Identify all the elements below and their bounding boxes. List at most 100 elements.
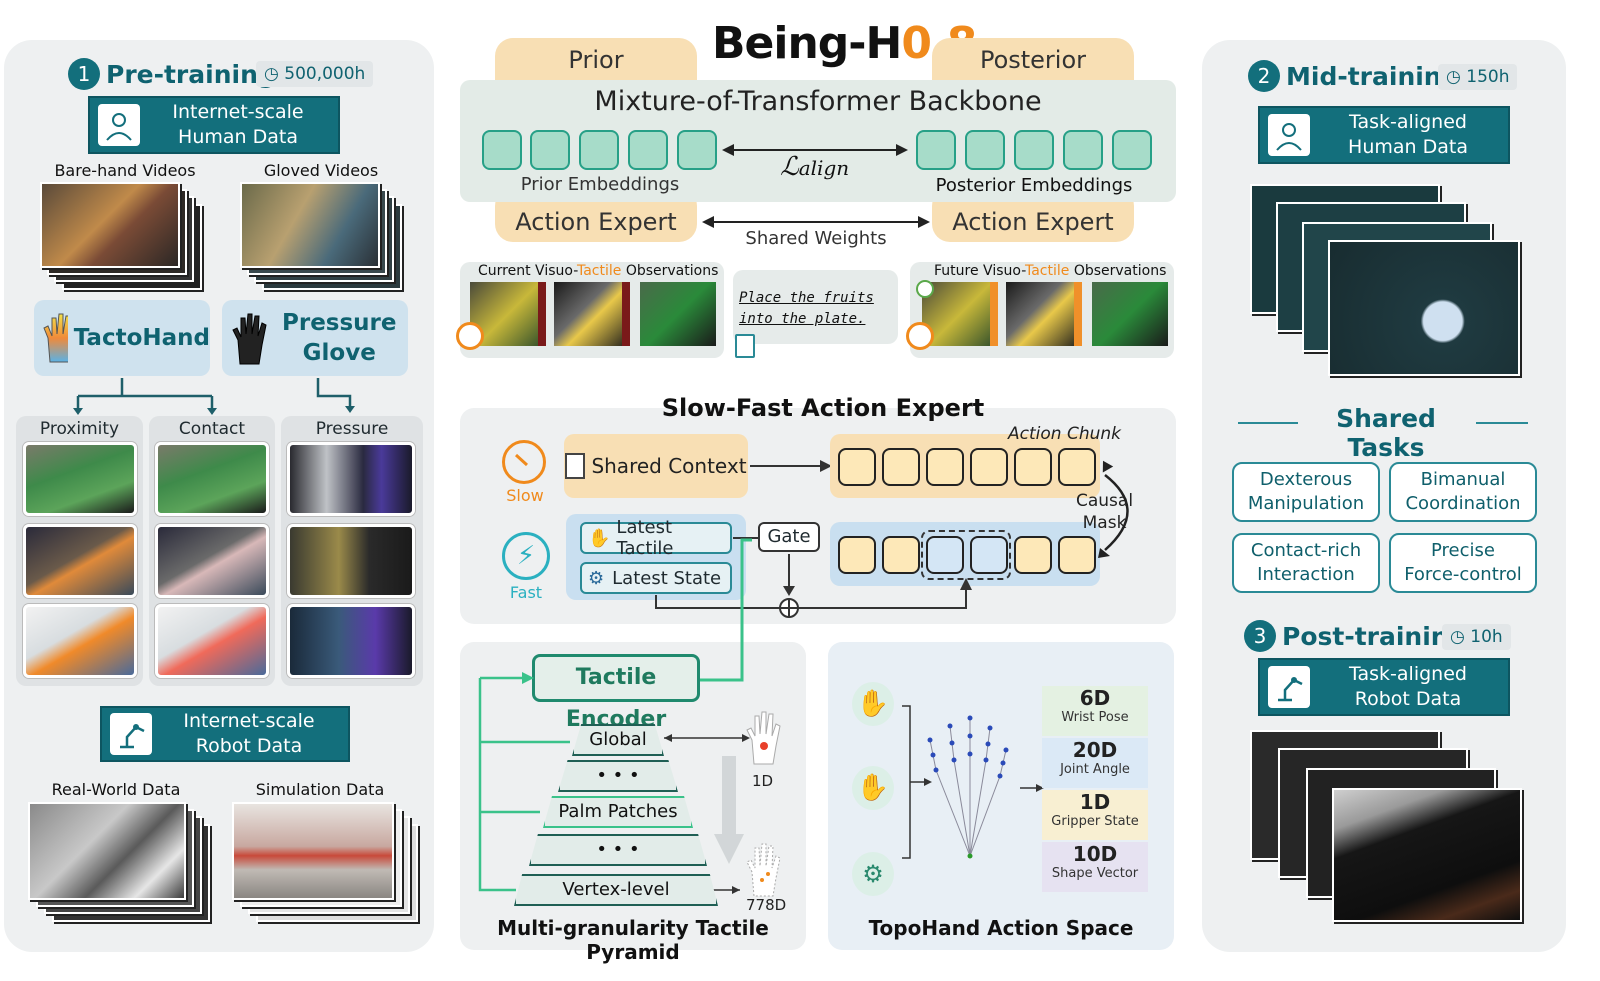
updated-token <box>970 536 1008 574</box>
shared-weights-label: Shared Weights <box>745 228 887 249</box>
dim-wrist-pose: 6D Wrist Pose <box>1042 686 1148 736</box>
obs-visuo-word: Visuo- <box>535 263 577 279</box>
gripper-icon: ⚙ <box>852 852 894 896</box>
simulation-image <box>232 802 394 900</box>
robot-arm-icon <box>1268 666 1310 708</box>
prior-label: Prior <box>568 46 624 74</box>
pressure-title: Pressure <box>315 419 389 439</box>
action-token <box>926 448 964 486</box>
pyramid-connectors <box>478 538 752 894</box>
shared-context-label: Shared Context <box>591 454 747 478</box>
current-observations-title: Current Visuo-Tactile Observations <box>478 263 718 279</box>
action-chunk-label: Action Chunk <box>1008 424 1121 444</box>
global-label: Global <box>589 729 647 750</box>
obs-tactile-word: Tactile <box>1024 263 1070 279</box>
bare-hand-image <box>40 182 180 268</box>
obs-observations-word: Observations <box>621 263 719 279</box>
obs-observations-word: Observations <box>1069 263 1167 279</box>
tactile-bar <box>538 282 546 346</box>
contact-frame-2 <box>155 524 269 598</box>
align-loss: ℒalign <box>780 152 849 182</box>
action-token <box>838 536 876 574</box>
pressure-glove-card: Pressure Glove <box>222 300 408 376</box>
posterior-token <box>1063 130 1103 170</box>
dim-gripper-state: 1D Gripper State <box>1042 790 1148 840</box>
task-bimanual-label: Bimanual Coordination <box>1405 469 1521 514</box>
clock-icon <box>916 280 934 298</box>
task-force-control: Precise Force-control <box>1389 533 1537 593</box>
midtraining-title: 2 Mid-training <box>1248 60 1460 92</box>
pyramid-level-global: Global <box>572 724 664 756</box>
prior-token <box>579 130 619 170</box>
real-world-image <box>28 802 186 900</box>
tactile-bar <box>990 282 998 346</box>
future-frame-2 <box>1006 282 1082 346</box>
simulation-caption: Simulation Data <box>255 780 385 799</box>
pyramid-level-vertex: Vertex-level <box>514 874 718 906</box>
dots-label: • • • <box>596 839 640 860</box>
prior-token <box>628 130 668 170</box>
mid-human-data-label: Task-aligned Human Data <box>1348 111 1468 158</box>
clock-icon: ◷ <box>1450 627 1471 647</box>
proximity-frame-1 <box>23 442 137 516</box>
mid-training-image <box>1328 240 1520 376</box>
dim-wrist-label: Wrist Pose <box>1061 710 1129 725</box>
loss-subscript: align <box>798 156 850 180</box>
topohand-title: TopoHand Action Space <box>868 916 1134 940</box>
dots-label: • • • <box>596 765 640 786</box>
pressure-glove-icon <box>232 313 267 365</box>
posterior-embeddings-label: Posterior Embeddings <box>935 175 1133 196</box>
pretraining-hours-text: 500,000h <box>284 64 366 84</box>
posttraining-hours-text: 10h <box>1470 627 1503 647</box>
align-arrow <box>722 144 908 156</box>
causal-mask-label: Causal Mask <box>1076 491 1134 533</box>
action-token <box>1058 448 1096 486</box>
shared-tasks-divider-right <box>1476 422 1528 424</box>
midtraining-hours: ◷ 150h <box>1438 64 1518 90</box>
future-frame-3 <box>1092 282 1168 346</box>
action-token <box>882 448 920 486</box>
posterior-token <box>1112 130 1152 170</box>
shared-weights-arrow <box>702 216 930 228</box>
dim-gripper-value: 1D <box>1079 790 1111 814</box>
task-dexterous-label: Dexterous Manipulation <box>1247 469 1365 514</box>
posterior-token <box>1014 130 1054 170</box>
pretraining-title-text: Pre-training <box>106 59 276 89</box>
gate-label: Gate <box>767 526 811 547</box>
action-token <box>1058 536 1096 574</box>
fast-label: Fast <box>509 583 543 602</box>
hand-global-icon <box>746 711 781 765</box>
step-2-badge: 2 <box>1248 60 1280 92</box>
prior-action-expert-label: Action Expert <box>515 208 677 236</box>
document-icon <box>565 453 586 479</box>
dim-778d-label: 778D <box>746 896 787 914</box>
pretraining-hours: ◷ 500,000h <box>256 61 374 87</box>
dim-gripper-label: Gripper State <box>1051 814 1139 829</box>
hand-vertex-icon <box>746 843 781 897</box>
task-contact-rich: Contact-rich Interaction <box>1232 533 1380 593</box>
prior-token <box>530 130 570 170</box>
context-arrow <box>750 460 832 472</box>
topohand-skeleton <box>902 705 1044 859</box>
posttraining-title-text: Post-training <box>1282 621 1467 651</box>
bare-hand-caption: Bare-hand Videos <box>54 161 196 180</box>
pyramid-level-dots-1: • • • <box>558 760 678 792</box>
shared-tasks-divider-left <box>1238 422 1298 424</box>
human-data-box: Internet-scale Human Data <box>88 96 340 154</box>
loss-symbol: ℒ <box>780 152 799 182</box>
robot-arm-icon <box>110 713 152 755</box>
pressure-frame-1 <box>287 442 415 516</box>
human-hand-icon: ✋ <box>852 766 894 810</box>
obs-current-word: Current <box>478 263 536 279</box>
posterior-token <box>916 130 956 170</box>
instruction-box: Place the fruits into the plate. <box>733 270 898 358</box>
action-token <box>970 448 1008 486</box>
prior-token <box>482 130 522 170</box>
gate-box: Gate <box>758 522 820 552</box>
human-data-label: Internet-scale Human Data <box>172 101 304 148</box>
latest-state-label: Latest State <box>612 567 722 589</box>
gloved-image <box>240 182 380 268</box>
posterior-token <box>965 130 1005 170</box>
dim-shape-vector: 10D Shape Vector <box>1042 842 1148 892</box>
posttraining-hours: ◷ 10h <box>1442 624 1511 650</box>
